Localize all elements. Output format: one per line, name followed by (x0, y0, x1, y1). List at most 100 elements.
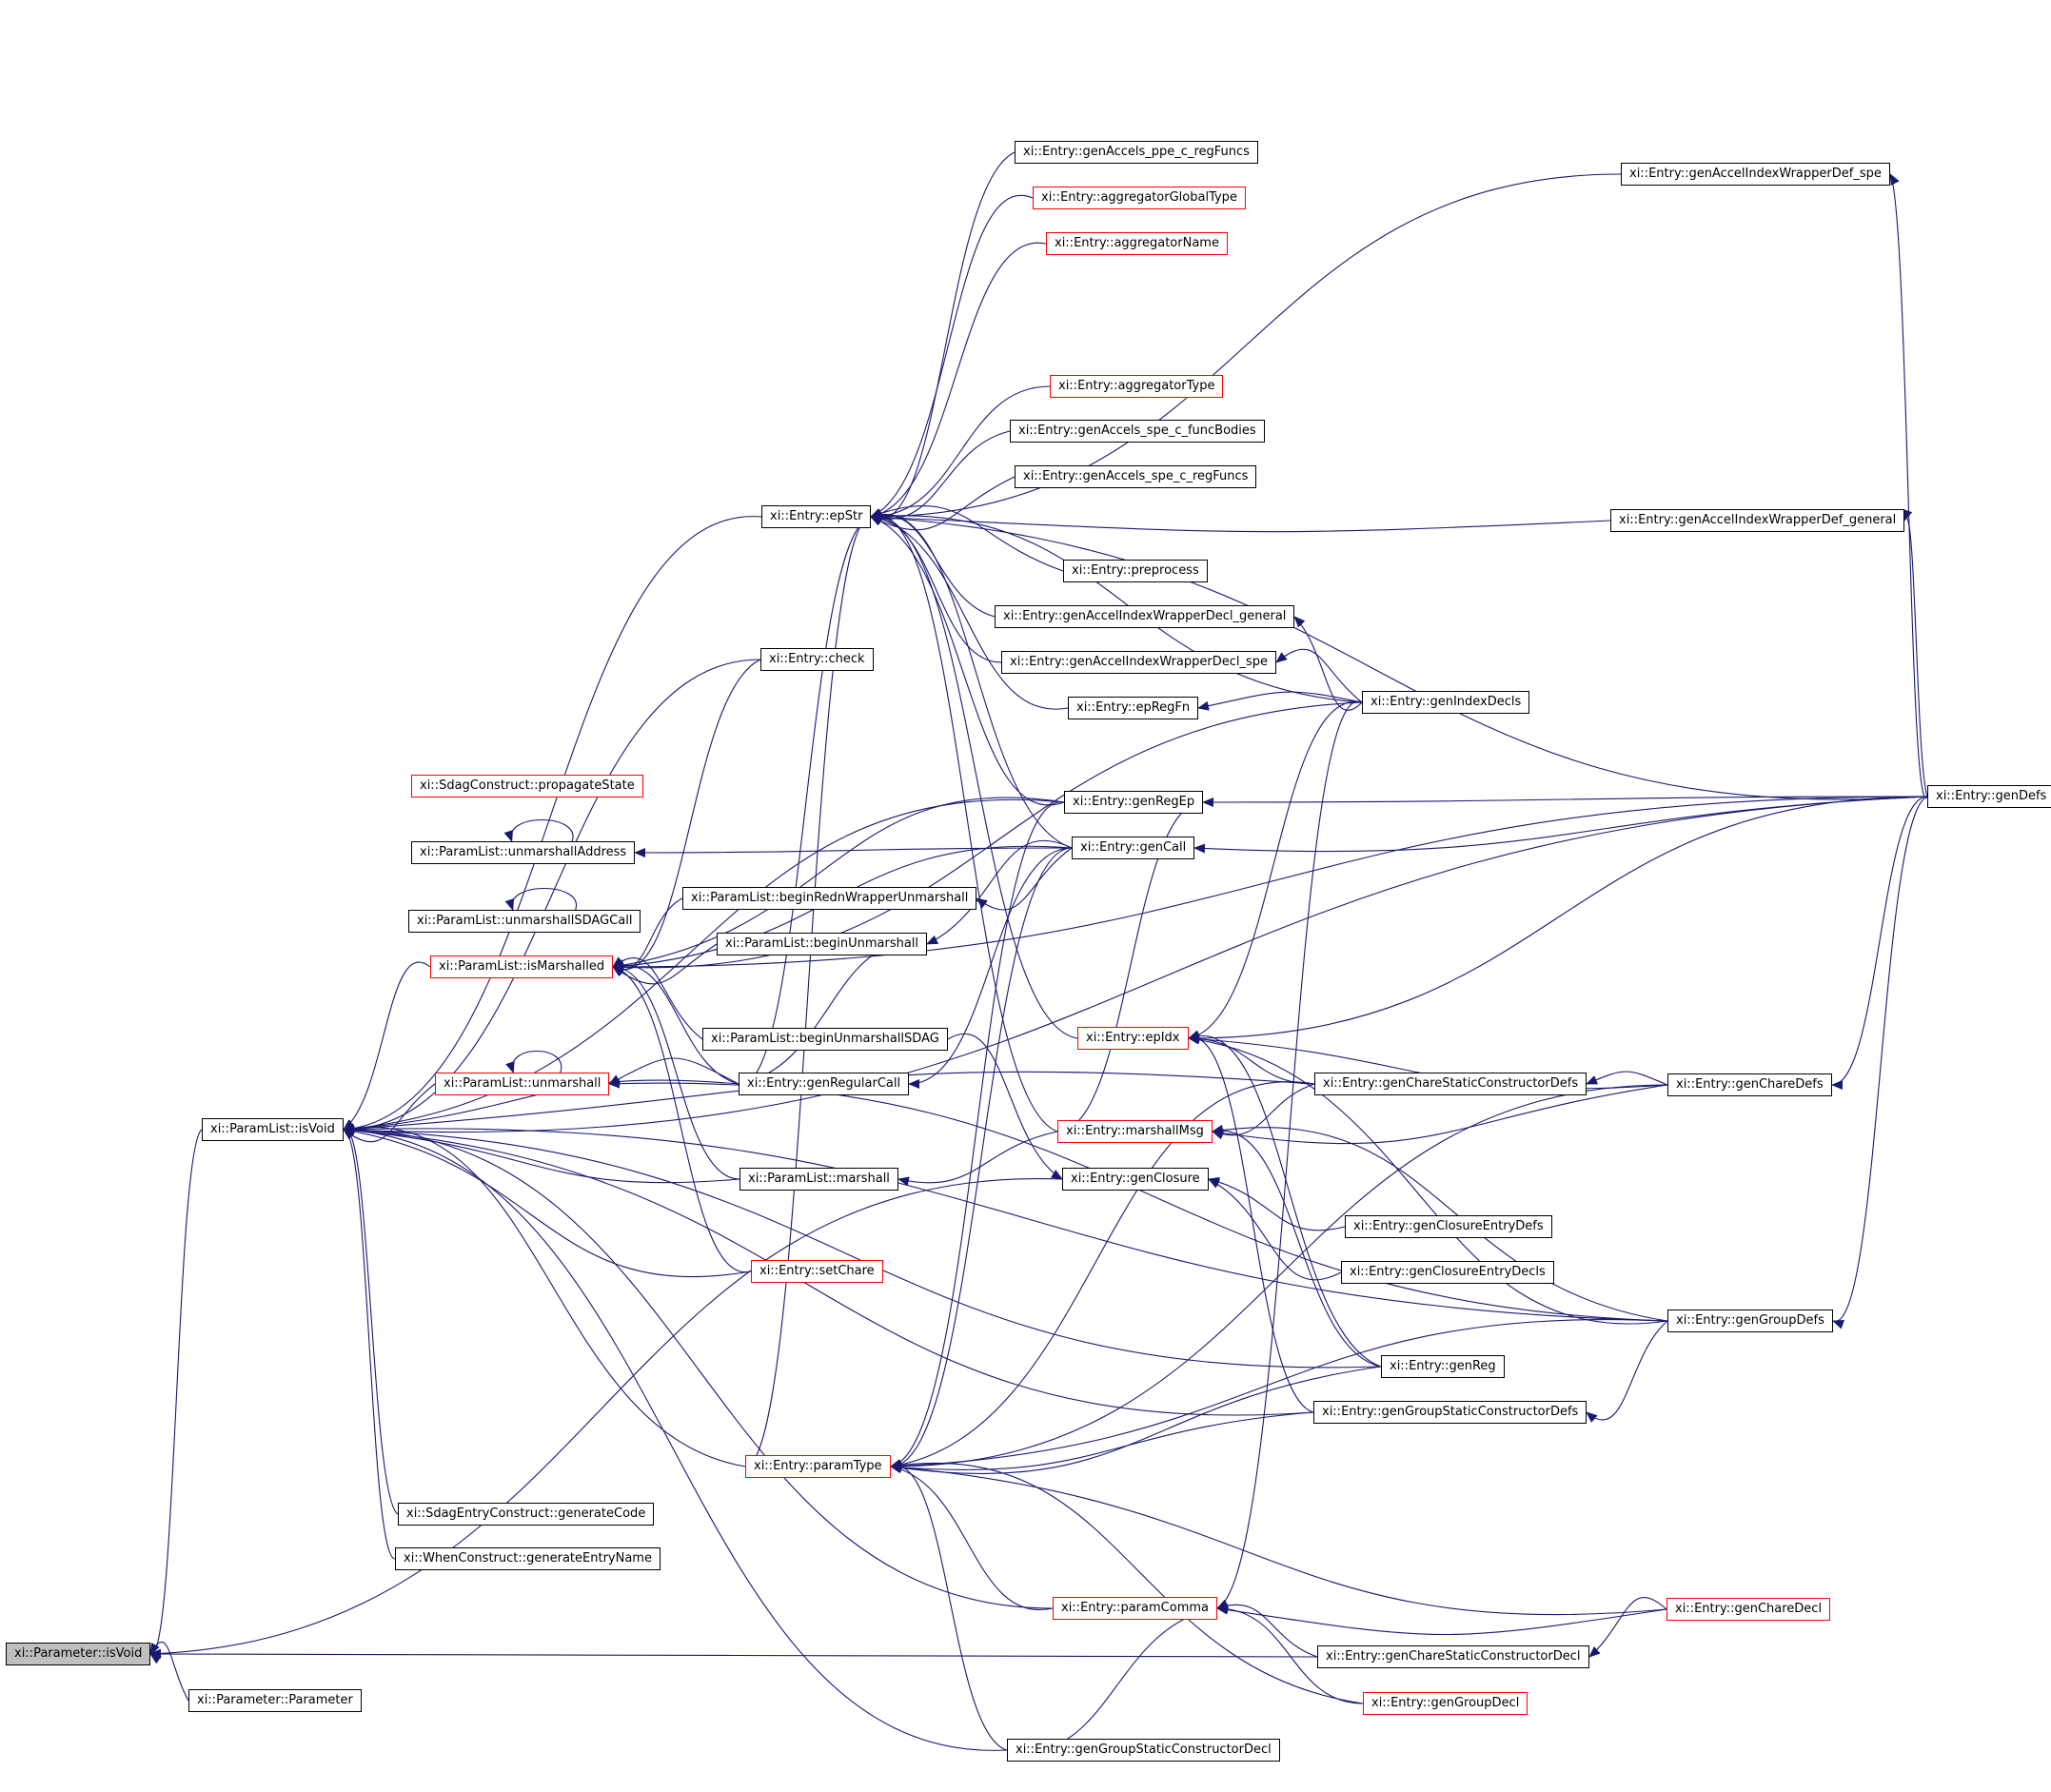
node-parameter-constructor[interactable]: xi::Parameter::Parameter (188, 1689, 362, 1712)
edge-n_epidx-to-n_epstr (870, 510, 1078, 1039)
edge-n_charestatic_decl-to-n_isvoid_param (149, 1649, 1318, 1660)
edge-n_groupstatic_defs-to-n_epidx (1188, 1031, 1314, 1413)
edge-n_genchareddecl-to-n_paramtype (890, 1462, 1667, 1616)
node-entry-marshallmsg[interactable]: xi::Entry::marshallMsg (1057, 1120, 1213, 1143)
edge-n_genindexdecls-to-n_paramcomma (1216, 700, 1363, 1609)
node-entry-gendefs[interactable]: xi::Entry::genDefs (1927, 785, 2051, 808)
edge-n_closure_defs-to-n_genclosure (1208, 1176, 1346, 1231)
edge-n_gencall-to-n_paramtype (890, 847, 1073, 1471)
node-entry-setchare[interactable]: xi::Entry::setChare (751, 1260, 883, 1283)
node-entry-genscharestaticconstructordecl[interactable]: xi::Entry::genChareStaticConstructorDecl (1317, 1645, 1589, 1668)
node-entry-genindexdecls[interactable]: xi::Entry::genIndexDecls (1362, 691, 1530, 714)
edge-n_gendefs-to-n_wrapdef_spe (1889, 173, 1928, 798)
node-entry-aggregatortype[interactable]: xi::Entry::aggregatorType (1050, 375, 1224, 398)
edge-n_paramcomma-to-n_paramtype (890, 1464, 1054, 1611)
node-entry-epregfn[interactable]: xi::Entry::epRegFn (1068, 697, 1199, 719)
edge-n_unmarsh-to-n_unmarsh (505, 1050, 562, 1073)
node-paramlist-ismarshalled[interactable]: xi::ParamList::isMarshalled (430, 955, 614, 978)
edge-n_genindexdecls-to-n_ismarsh (612, 701, 1363, 973)
edge-n_when_gen-to-n_plist_isvoid (343, 1125, 396, 1560)
edge-n_genclosure-to-n_isvoid_param (149, 1178, 1063, 1659)
node-entry-genaccelindexwrapperdecl-spe[interactable]: xi::Entry::genAccelIndexWrapperDecl_spe (1001, 651, 1277, 674)
node-entry-genregularcall[interactable]: xi::Entry::genRegularCall (739, 1073, 910, 1095)
edge-n_groupstatic_defs-to-n_plist_isvoid (343, 1125, 1314, 1416)
node-entry-genreg[interactable]: xi::Entry::genReg (1381, 1355, 1505, 1378)
node-paramlist-beginunmarshallsdag[interactable]: xi::ParamList::beginUnmarshallSDAG (702, 1028, 948, 1051)
node-entry-gengroupdecl[interactable]: xi::Entry::genGroupDecl (1363, 1692, 1528, 1715)
node-entry-genaccels-ppe-c-regfuncs[interactable]: xi::Entry::genAccels_ppe_c_regFuncs (1015, 141, 1258, 164)
edge-n_preprocess-to-n_epstr (870, 504, 1064, 572)
node-entry-genscharestaticconstructordefs[interactable]: xi::Entry::genChareStaticConstructorDefs (1314, 1073, 1588, 1095)
node-entry-gengroupdefs[interactable]: xi::Entry::genGroupDefs (1667, 1310, 1833, 1332)
node-sdagconstruct-propagatestate[interactable]: xi::SdagConstruct::propagateState (411, 775, 643, 798)
node-paramlist-beginunmarshall[interactable]: xi::ParamList::beginUnmarshall (717, 933, 928, 955)
node-entry-gencall[interactable]: xi::Entry::genCall (1072, 837, 1195, 859)
node-entry-epidx[interactable]: xi::Entry::epIdx (1077, 1027, 1189, 1050)
node-entry-gengroupstaticconstructordecl[interactable]: xi::Entry::genGroupStaticConstructorDecl (1007, 1739, 1280, 1762)
edge-n_setchare-to-n_plist_isvoid (343, 1126, 752, 1278)
node-entry-aggregatorname[interactable]: xi::Entry::aggregatorName (1046, 232, 1228, 255)
node-entry-genaccelindexwrapperdef-spe[interactable]: xi::Entry::genAccelIndexWrapperDef_spe (1621, 163, 1890, 186)
edge-n_gendefs-to-n_gengroupdefs (1832, 796, 1928, 1329)
node-paramlist-unmarshall[interactable]: xi::ParamList::unmarshall (435, 1073, 610, 1095)
edge-n_gendefs-to-n_epstr (870, 512, 1928, 800)
edge-n_genindexdecls-to-n_wrapdecl_gen (1293, 616, 1363, 711)
node-entry-gengroupstaticconstructordefs[interactable]: xi::Entry::genGroupStaticConstructorDefs (1313, 1401, 1588, 1424)
node-entry-genscharedefs[interactable]: xi::Entry::genChareDefs (1667, 1073, 1832, 1096)
node-entry-preprocess[interactable]: xi::Entry::preprocess (1063, 560, 1208, 582)
edge-n_gendefs-to-n_gencall (1193, 796, 1928, 854)
edge-n_gencall-to-n_epstr (870, 508, 1073, 849)
node-paramlist-beginrednwrapperunmarshall[interactable]: xi::ParamList::beginRednWrapperUnmarshal… (682, 887, 977, 910)
edge-n_plist_marsh-to-n_ismarsh (612, 962, 740, 1180)
node-paramlist-marshall[interactable]: xi::ParamList::marshall (740, 1168, 898, 1191)
edge-n_plist_marsh-to-n_plist_isvoid (343, 1125, 740, 1184)
node-entry-epstr[interactable]: xi::Entry::epStr (761, 505, 872, 528)
node-whenconstruct-generateentryname[interactable]: xi::WhenConstruct::generateEntryName (395, 1547, 661, 1570)
edge-n_charestatic_defs-to-n_paramtype (890, 1081, 1315, 1470)
node-paramlist-unmarshalladdress[interactable]: xi::ParamList::unmarshallAddress (411, 841, 636, 864)
edge-n_genindexdecls-to-n_wrapdecl_spe (1275, 648, 1363, 703)
edge-n_gendefs-to-n_epidx (1188, 796, 1928, 1043)
node-entry-genclosure[interactable]: xi::Entry::genClosure (1062, 1168, 1209, 1191)
node-parameter-isvoid[interactable]: xi::Parameter::isVoid (6, 1643, 151, 1665)
node-entry-paramcomma[interactable]: xi::Entry::paramComma (1053, 1597, 1217, 1620)
edge-n_agg_global-to-n_epstr (870, 194, 1034, 518)
node-entry-genregep[interactable]: xi::Entry::genRegEp (1064, 791, 1204, 814)
edge-n_gengroupdecl-to-n_paramtype (890, 1460, 1364, 1704)
node-entry-aggregatorglobaltype[interactable]: xi::Entry::aggregatorGlobalType (1033, 187, 1246, 209)
edge-n_gengroupstatic_decl-to-n_paramcomma (1006, 1605, 1218, 1753)
node-paramlist-isvoid[interactable]: xi::ParamList::isVoid (202, 1118, 344, 1141)
edge-n_marshmsg-to-n_plist_marsh (897, 1131, 1058, 1187)
node-entry-genaccels-spe-c-funcbodies[interactable]: xi::Entry::genAccels_spe_c_funcBodies (1010, 420, 1265, 443)
node-entry-genscharedecl[interactable]: xi::Entry::genChareDecl (1666, 1598, 1831, 1621)
edge-n_genindexdecls-to-n_epregfn (1197, 691, 1363, 711)
node-entry-genaccelindexwrapperdecl-general[interactable]: xi::Entry::genAccelIndexWrapperDecl_gene… (995, 605, 1295, 628)
edge-n_plist_isvoid-to-n_isvoid_param (149, 1129, 203, 1664)
edge-n_gencall-to-n_begin_unm (926, 840, 1073, 945)
edge-n_groupstatic_defs-to-n_paramtype (890, 1411, 1314, 1472)
edge-n_genregular-to-n_epstr (738, 515, 872, 1085)
edge-n_ismarsh-to-n_plist_isvoid (343, 961, 431, 1131)
node-entry-genaccelindexwrapperdef-general[interactable]: xi::Entry::genAccelIndexWrapperDef_gener… (1610, 509, 1905, 532)
edge-n_gendefs-to-n_genregep (1202, 796, 1928, 807)
edge-n_check-to-n_ismarsh (612, 659, 761, 976)
node-entry-genaccels-spe-c-regfuncs[interactable]: xi::Entry::genAccels_spe_c_regFuncs (1015, 465, 1257, 488)
node-sdagentryconstruct-generatecode[interactable]: xi::SdagEntryConstruct::generateCode (398, 1503, 655, 1526)
edge-n_gencharedefs-to-n_charestatic_defs (1586, 1071, 1668, 1086)
edge-n_gengroupdefs-to-n_groupstatic_defs (1586, 1320, 1668, 1423)
edge-n_wrapdecl_spe-to-n_epstr (870, 512, 1002, 663)
edge-n_agg_type-to-n_epstr (870, 385, 1051, 522)
edge-n_param_ctor-to-n_isvoid_param (149, 1641, 189, 1702)
node-entry-genclosureentrydefs[interactable]: xi::Entry::genClosureEntryDefs (1345, 1215, 1552, 1238)
node-entry-genclosureentrydecls[interactable]: xi::Entry::genClosureEntryDecls (1341, 1261, 1554, 1284)
edge-n_spe_bodies-to-n_epstr (870, 430, 1011, 524)
node-entry-check[interactable]: xi::Entry::check (760, 648, 874, 671)
edge-n_epregfn-to-n_epstr (870, 513, 1069, 710)
edge-n_unm_addr-to-n_unm_addr (503, 819, 574, 842)
node-entry-paramtype[interactable]: xi::Entry::paramType (745, 1455, 891, 1478)
edge-n_gencharedefs-to-n_paramtype (890, 1084, 1668, 1471)
edge-n_paramtype-to-n_epstr (744, 512, 872, 1467)
edge-n_gencharedefs-to-n_marshmsg (1212, 1084, 1668, 1145)
edge-n_gencall-to-n_begin_redn (976, 847, 1073, 911)
node-paramlist-unmarshallsdagcall[interactable]: xi::ParamList::unmarshallSDAGCall (408, 910, 641, 933)
